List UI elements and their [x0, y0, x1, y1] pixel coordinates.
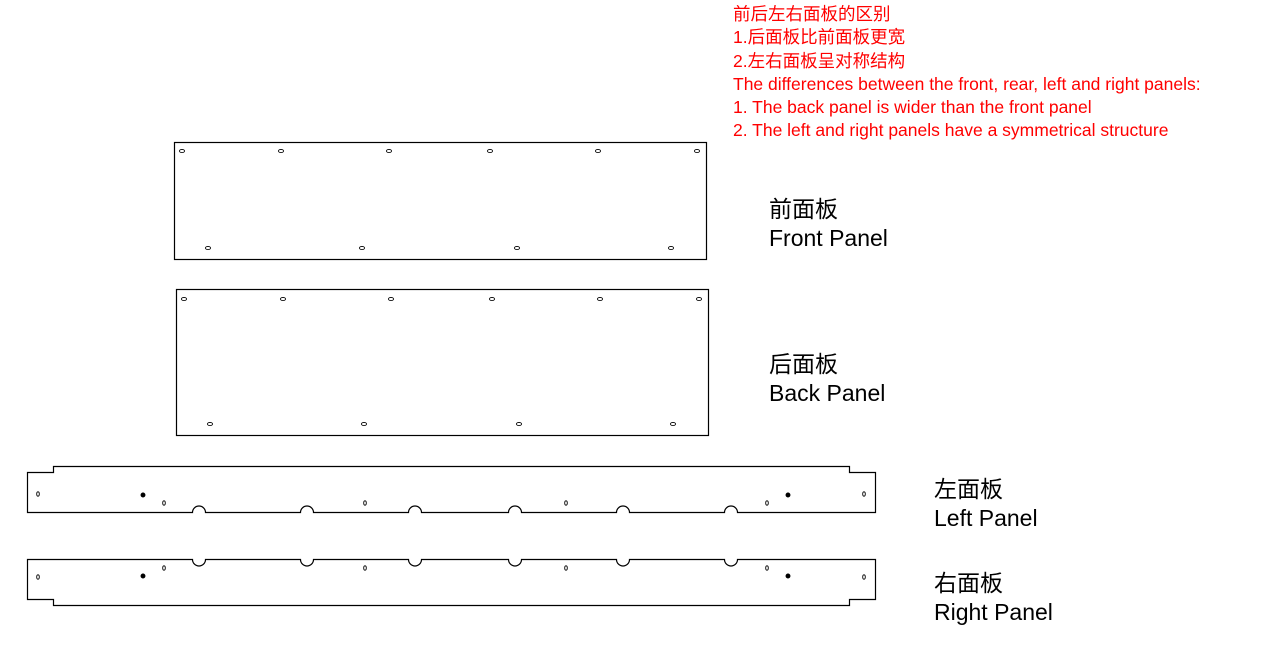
- right-panel-label: 右面板 Right Panel: [934, 569, 1053, 626]
- mounting-hole: [564, 565, 568, 571]
- mounting-hole: [516, 421, 522, 427]
- mounting-hole: [363, 565, 367, 571]
- rivet-hole: [140, 492, 146, 498]
- right-panel-drawing: [26, 558, 877, 607]
- mounting-hole: [363, 500, 367, 506]
- rivet-hole: [785, 492, 791, 498]
- notes-title-cn: 前后左右面板的区别: [733, 4, 891, 24]
- rivet-hole: [785, 573, 791, 579]
- notes-line2-cn: 2.左右面板呈对称结构: [733, 50, 906, 71]
- mounting-hole: [694, 148, 700, 154]
- mounting-hole: [388, 296, 394, 302]
- mounting-hole: [36, 491, 40, 497]
- back-panel-drawing: [175, 288, 710, 437]
- mounting-hole: [179, 148, 185, 154]
- mounting-hole: [361, 421, 367, 427]
- front-panel-drawing: [173, 141, 708, 261]
- back-panel-label-en: Back Panel: [769, 379, 886, 406]
- mounting-hole: [278, 148, 284, 154]
- mounting-hole: [862, 574, 866, 580]
- mounting-hole: [564, 500, 568, 506]
- mounting-hole: [36, 574, 40, 580]
- mounting-hole: [162, 500, 166, 506]
- mounting-hole: [162, 565, 166, 571]
- back-panel-label: 后面板 Back Panel: [769, 350, 885, 407]
- front-panel-label-cn: 前面板: [769, 196, 838, 222]
- mounting-hole: [597, 296, 603, 302]
- back-panel-label-cn: 后面板: [769, 351, 838, 377]
- mounting-hole: [668, 245, 674, 251]
- right-panel-label-en: Right Panel: [934, 598, 1053, 625]
- mounting-hole: [670, 421, 676, 427]
- rivet-hole: [140, 573, 146, 579]
- left-panel-label-en: Left Panel: [934, 504, 1038, 531]
- mounting-hole: [487, 148, 493, 154]
- mounting-hole: [696, 296, 702, 302]
- left-panel-label-cn: 左面板: [934, 476, 1003, 502]
- mounting-hole: [386, 148, 392, 154]
- notes-title-en: The differences between the front, rear,…: [733, 73, 1201, 94]
- notes-line1-en: 1. The back panel is wider than the fron…: [733, 97, 1092, 118]
- mounting-hole: [514, 245, 520, 251]
- mounting-hole: [205, 245, 211, 251]
- mounting-hole: [862, 491, 866, 497]
- mounting-hole: [489, 296, 495, 302]
- left-panel-label: 左面板 Left Panel: [934, 475, 1038, 532]
- notes-line1-cn: 1.后面板比前面板更宽: [733, 27, 906, 48]
- mounting-hole: [595, 148, 601, 154]
- mounting-hole: [280, 296, 286, 302]
- mounting-hole: [359, 245, 365, 251]
- mounting-hole: [207, 421, 213, 427]
- front-panel-label-en: Front Panel: [769, 224, 888, 251]
- mounting-hole: [765, 500, 769, 506]
- left-panel-drawing: [26, 465, 877, 514]
- differences-notes: 前后左右面板的区别 1.后面板比前面板更宽 2.左右面板呈对称结构 The di…: [733, 3, 1201, 143]
- notes-line2-en: 2. The left and right panels have a symm…: [733, 120, 1169, 141]
- mounting-hole: [181, 296, 187, 302]
- front-panel-label: 前面板 Front Panel: [769, 195, 888, 252]
- right-panel-label-cn: 右面板: [934, 570, 1003, 596]
- mounting-hole: [765, 565, 769, 571]
